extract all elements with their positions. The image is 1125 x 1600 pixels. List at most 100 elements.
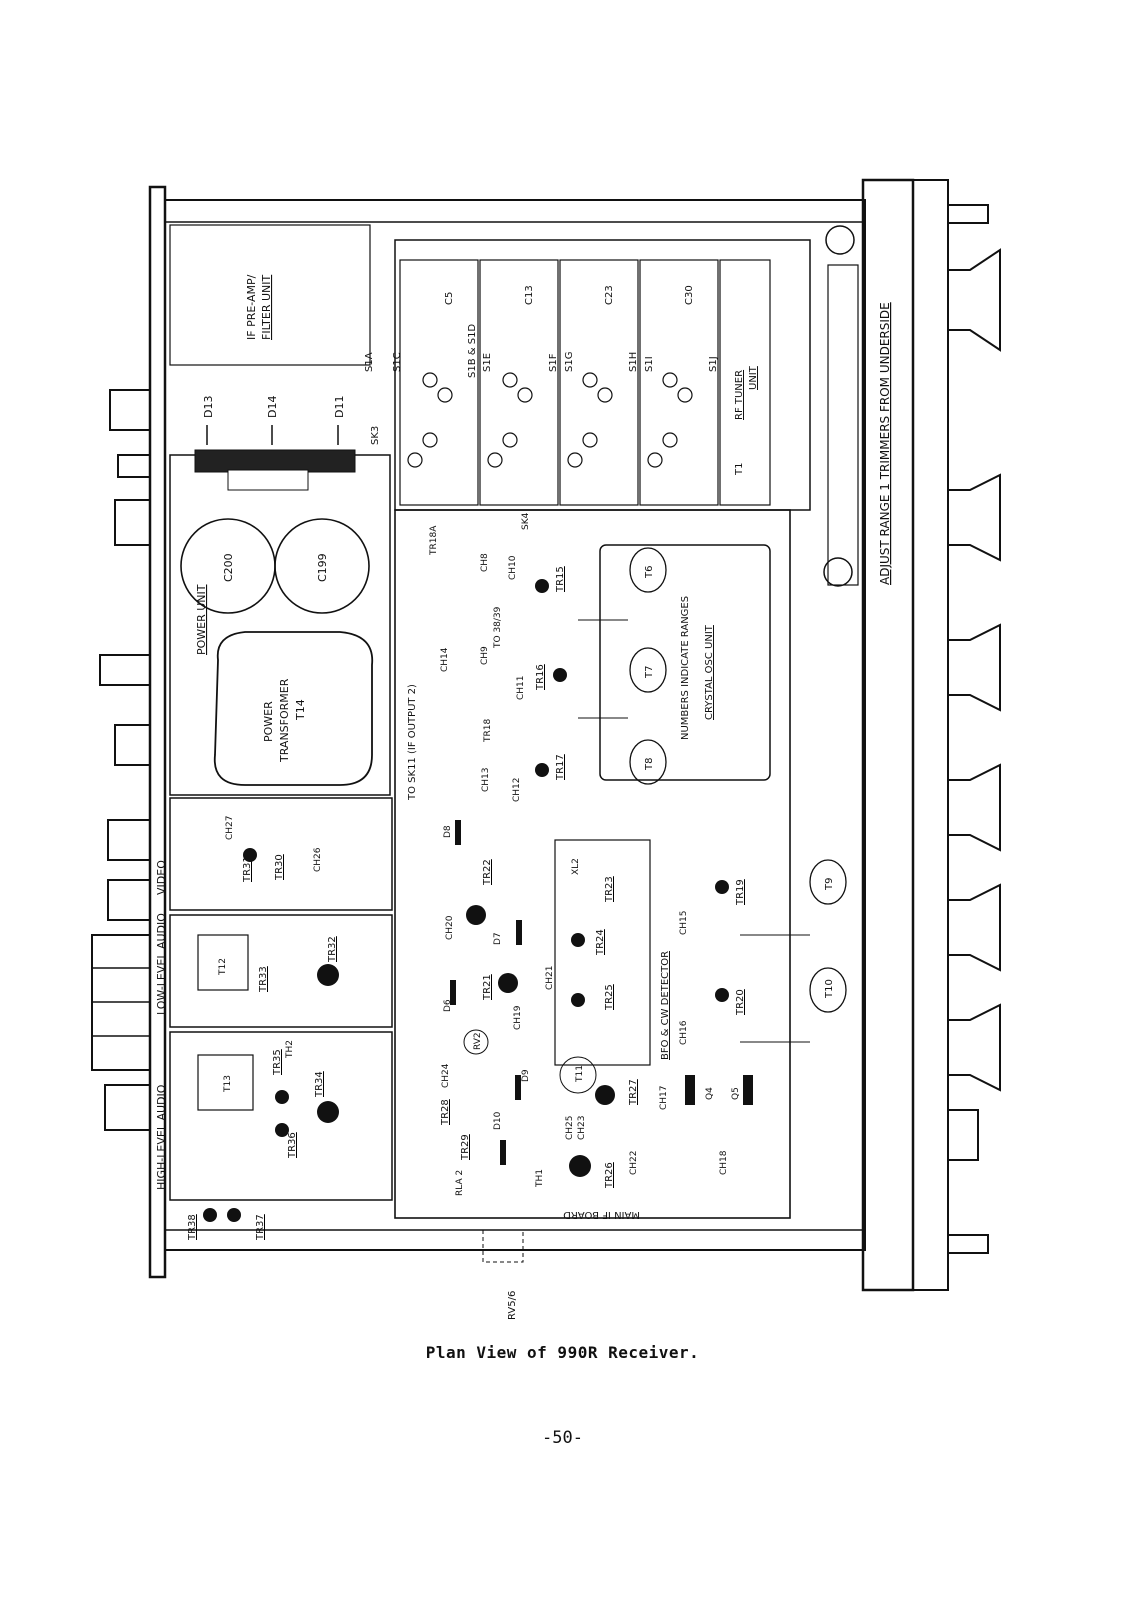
t9-label: T9 <box>824 878 835 891</box>
d13-label: D13 <box>202 396 215 418</box>
diode-row: D13 D14 D11 SK3 <box>202 396 381 445</box>
ch13-label: CH13 <box>481 767 491 792</box>
power-transformer <box>213 631 374 786</box>
tr31-label: TR31 <box>242 856 253 883</box>
rv56-label: RV5/6 <box>507 1291 518 1320</box>
ch27-label: CH27 <box>225 815 235 840</box>
t10-coil <box>809 967 847 1013</box>
c199-label: C199 <box>316 553 329 582</box>
figure-caption: Plan View of 990R Receiver. <box>425 1343 700 1362</box>
tr29-label: TR29 <box>460 1134 471 1161</box>
module-transistor-labels: TR30 TR31 TR32 TR33 TR34 TR35 TR36 TR37 … <box>187 854 338 1241</box>
tr25-label: TR25 <box>604 984 615 1011</box>
s1h-label: S1H <box>628 352 639 372</box>
tr24-label: TR24 <box>595 929 606 956</box>
power-label: POWER <box>262 701 275 742</box>
tr16-label: TR16 <box>535 664 546 691</box>
t13-label: T13 <box>223 1075 233 1093</box>
th2-label: TH2 <box>285 1040 295 1059</box>
rv2-label: RV2 <box>473 1032 483 1050</box>
tr32-label: TR32 <box>327 936 338 963</box>
sk3-label: SK3 <box>370 426 381 445</box>
t1-label: T1 <box>734 463 745 476</box>
main-if-board-label: MAIN IF BOARD <box>563 1209 640 1220</box>
ch9-label: CH9 <box>480 646 490 665</box>
ch8-label: CH8 <box>480 553 490 572</box>
tr21-label: TR21 <box>482 974 493 1001</box>
module-labels: VIDEO LOW-LEVEL AUDIO HIGH-LEVEL AUDIO <box>155 860 168 1190</box>
rf-tuner-wafers <box>394 225 859 587</box>
tr19-label: TR19 <box>735 879 746 906</box>
sk4-label: SK4 <box>521 512 531 530</box>
ch15-label: CH15 <box>679 910 689 935</box>
main-if-board: MAIN IF BOARD BFO & CW DETECTOR TO SK11 … <box>394 509 791 1320</box>
s1bd-label: S1B & S1D <box>467 324 478 378</box>
tr33-label: TR33 <box>258 966 269 993</box>
power-unit-label: POWER UNIT <box>195 584 208 655</box>
high-level-audio-label: HIGH-LEVEL AUDIO <box>155 1084 168 1190</box>
t9-coil <box>809 859 847 905</box>
t11-label: T11 <box>575 1065 585 1083</box>
tr23-label: TR23 <box>604 876 615 903</box>
s1e-label: S1E <box>482 353 493 372</box>
t8-label: T8 <box>644 758 655 771</box>
ch12-label: CH12 <box>512 777 522 802</box>
ch20-label: CH20 <box>445 915 455 940</box>
tr34-label: TR34 <box>314 1071 325 1098</box>
adjust-trimmers-label: ADJUST RANGE 1 TRIMMERS FROM UNDERSIDE <box>878 302 892 585</box>
module-transistor-bodies <box>203 848 339 1222</box>
t12-label: T12 <box>218 958 228 976</box>
low-level-audio-label: LOW-LEVEL AUDIO <box>155 913 168 1015</box>
t7-label: T7 <box>644 666 655 679</box>
ch16-label: CH16 <box>679 1020 689 1045</box>
tr26-label: TR26 <box>604 1162 615 1189</box>
module-part-labels: CH26 CH27 T12 T13 TH2 <box>218 815 323 1093</box>
misc-part-labels: D6 D7 D8 D9 D10 Q4 Q5 XL2 T11 TH1 RV2 RL… <box>443 825 741 1196</box>
tr30-label: TR30 <box>274 854 285 881</box>
bfo-cw-label: BFO & CW DETECTOR <box>660 951 671 1060</box>
to-sk11-label: TO SK11 (IF OUTPUT 2) <box>407 684 418 801</box>
to-3839-label: TO 38/39 <box>493 606 503 649</box>
page-number: -50- <box>542 1428 583 1448</box>
transistor-bodies <box>450 579 753 1177</box>
c23-label: C23 <box>604 285 615 305</box>
ch19-label: CH19 <box>513 1005 523 1030</box>
video-label: VIDEO <box>155 860 168 895</box>
s1g-label: S1G <box>564 352 575 372</box>
tr35-label: TR35 <box>272 1049 283 1076</box>
d14-label: D14 <box>266 396 279 418</box>
crystal-osc-unit: NUMBERS INDICATE RANGES CRYSTAL OSC UNIT <box>599 544 771 781</box>
t7-coil <box>629 647 667 693</box>
choke-labels: CH8 CH9 CH10 CH11 CH12 CH13 CH14 CH15 CH… <box>440 553 729 1175</box>
rf-tuner-unit-label: UNIT <box>748 365 759 390</box>
rla-label: RLA 2 <box>455 1170 465 1196</box>
ch21-label: CH21 <box>545 965 555 990</box>
c30-label: C30 <box>684 285 695 305</box>
tr36-label: TR36 <box>287 1132 298 1159</box>
d9-label: D9 <box>521 1069 531 1082</box>
rf-tuner-label: RF TUNER <box>734 370 745 420</box>
transformer-label: TRANSFORMER <box>278 678 291 763</box>
audio-video-modules <box>169 797 393 1201</box>
numbers-indicate-label: NUMBERS INDICATE RANGES <box>680 596 691 740</box>
if-preamp-label: IF PRE-AMP/ <box>245 274 258 340</box>
t14-label: T14 <box>294 699 307 721</box>
d6-label: D6 <box>443 999 453 1012</box>
tr37-label: TR37 <box>255 1214 266 1241</box>
t10-label: T10 <box>824 979 835 999</box>
wafer-switch-labels: S1A S1C S1B & S1D S1E S1F S1G S1H S1I S1… <box>364 285 759 476</box>
d7-label: D7 <box>493 932 503 945</box>
t6-label: T6 <box>644 566 655 579</box>
ch23-label: CH23 <box>577 1115 587 1140</box>
th1-label: TH1 <box>535 1169 545 1188</box>
tr17-label: TR17 <box>555 754 566 781</box>
d8-label: D8 <box>443 825 453 838</box>
xl2-label: XL2 <box>571 858 581 875</box>
tr20-label: TR20 <box>735 989 746 1016</box>
c5-label: C5 <box>444 292 455 305</box>
ch18-label: CH18 <box>719 1150 729 1175</box>
d10-label: D10 <box>493 1111 503 1130</box>
tr38-label: TR38 <box>187 1214 198 1241</box>
filter-unit-label: FILTER UNIT <box>260 274 273 340</box>
